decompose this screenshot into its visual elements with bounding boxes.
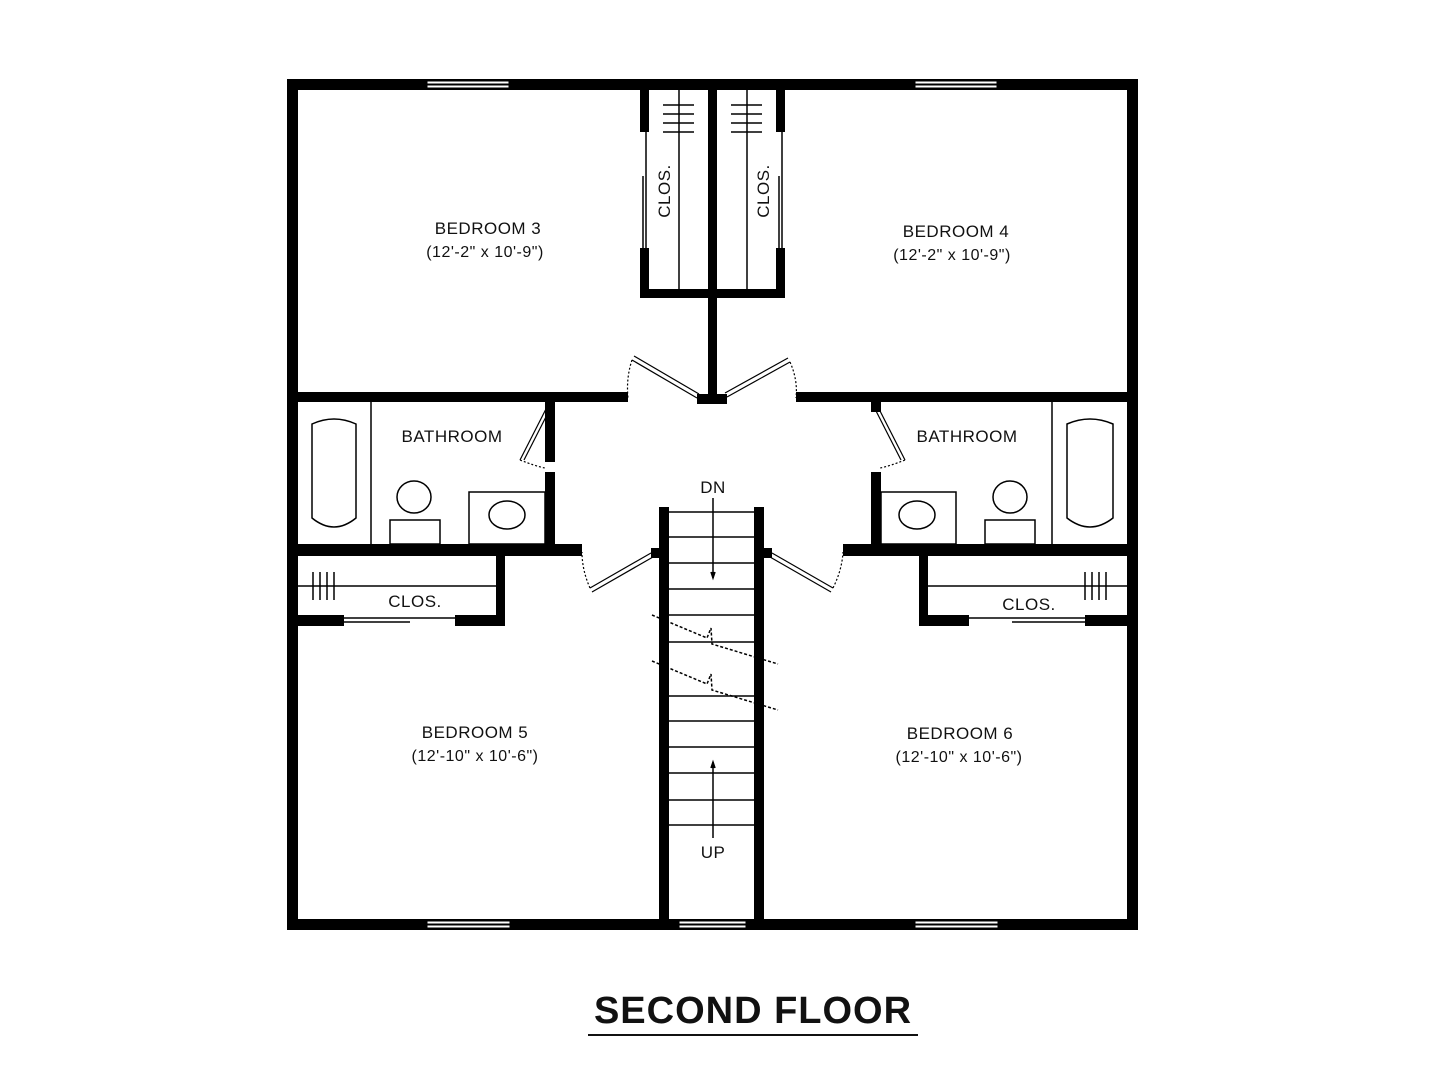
toilet-left-icon [396, 480, 432, 514]
bedroom6-dimensions: (12'-10" x 10'-6") [896, 749, 1023, 766]
closet-mid-left-label: CLOS. [388, 592, 442, 611]
closet-details [298, 90, 1127, 623]
bedroom5-label: BEDROOM 5 [422, 723, 529, 742]
stairs-up-label: UP [701, 843, 726, 862]
bedroom3-dimensions: (12'-2" x 10'-9") [426, 244, 544, 261]
stairs-down-label: DN [700, 478, 726, 497]
bathroom-right-label: BATHROOM [917, 427, 1018, 446]
sink-right-icon [898, 500, 936, 530]
windows [426, 80, 999, 929]
closet-mid-right-label: CLOS. [1002, 595, 1056, 614]
bathtub-left-icon [311, 418, 357, 528]
closet-top-left-label: CLOS. [655, 164, 674, 218]
doors [519, 355, 906, 593]
staircase [651, 498, 779, 838]
toilet-right-icon [992, 480, 1028, 514]
bath-fixtures [311, 402, 1114, 545]
bedroom4-label: BEDROOM 4 [903, 222, 1010, 241]
closet-top-right-label: CLOS. [754, 164, 773, 218]
floor-title: SECOND FLOOR [593, 990, 913, 1032]
sink-left-icon [488, 500, 526, 530]
bedroom4-dimensions: (12'-2" x 10'-9") [893, 247, 1011, 264]
interior-walls [298, 90, 1127, 922]
bedroom3-label: BEDROOM 3 [435, 219, 542, 238]
bedroom6-label: BEDROOM 6 [907, 724, 1014, 743]
bedroom5-dimensions: (12'-10" x 10'-6") [412, 748, 539, 765]
title-underline [588, 1034, 918, 1036]
bathroom-left-label: BATHROOM [402, 427, 503, 446]
bathtub-right-icon [1066, 418, 1114, 528]
